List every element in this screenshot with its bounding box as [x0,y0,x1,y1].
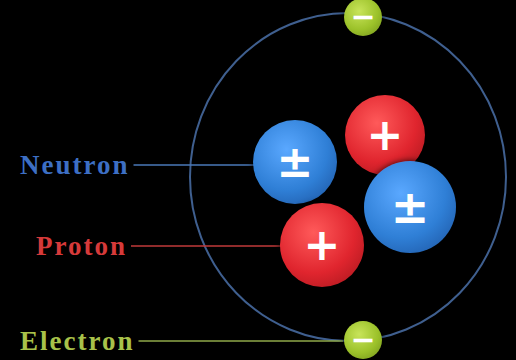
proton-circle: + [280,203,364,287]
charge-sign: + [367,113,404,157]
charge-sign: ± [391,184,430,230]
electron-circle: − [344,321,382,359]
charge-sign: + [304,223,341,267]
charge-sign: − [350,2,375,32]
part-label: Proton [36,233,127,260]
leader-line [138,340,343,342]
neutron-circle: ± [364,161,456,253]
leader-line [131,245,282,247]
charge-sign: − [350,325,375,355]
neutron-circle: ± [253,120,337,204]
leader-line [134,164,256,166]
part-label: Neutron [20,152,130,179]
electron-circle: − [344,0,382,36]
part-label: Electron [20,328,134,355]
charge-sign: ± [277,140,314,184]
electron-orbit [190,13,506,341]
